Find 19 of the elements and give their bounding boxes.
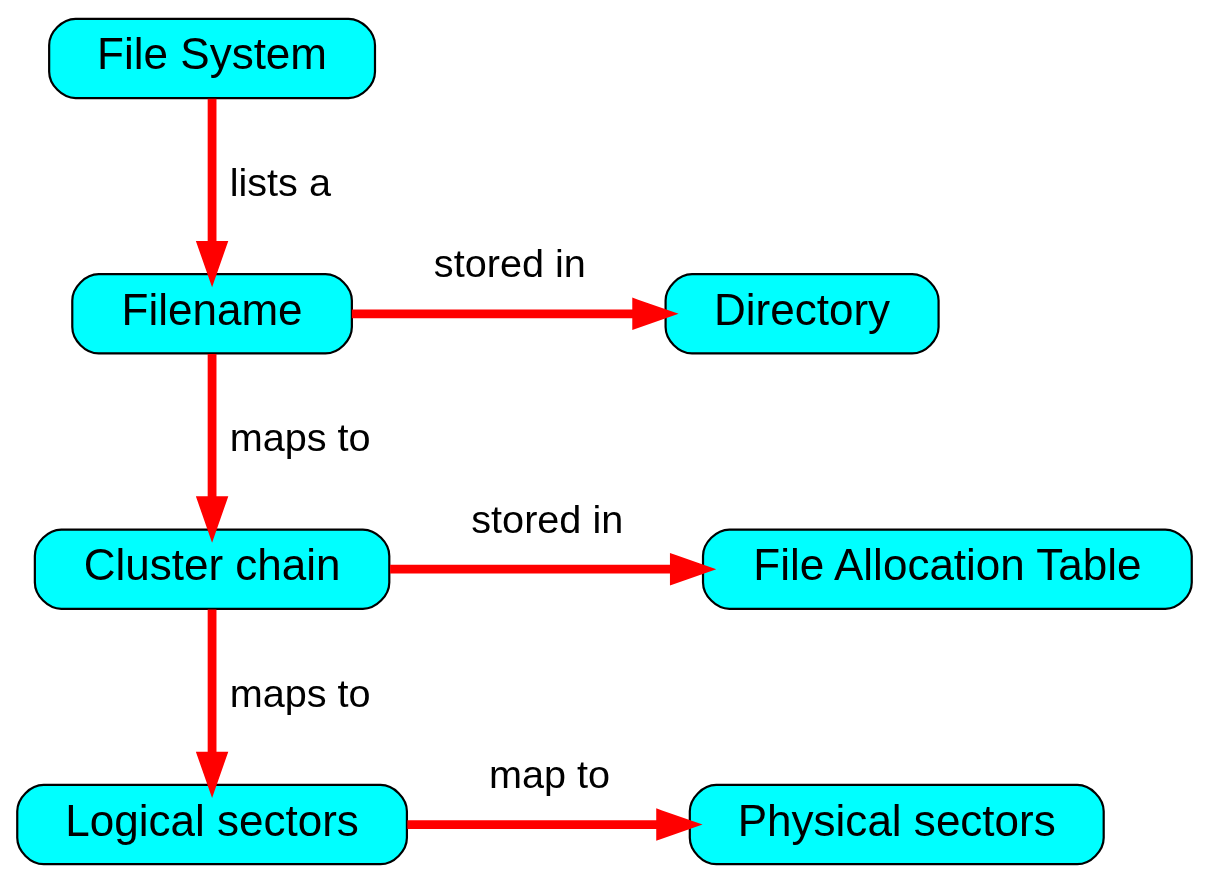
edge-label: map to — [488, 751, 611, 796]
node-box: Cluster chain — [33, 527, 391, 610]
arrow — [195, 353, 229, 543]
node-box: File Allocation Table — [701, 527, 1193, 610]
node-box: Physical sectors — [688, 783, 1105, 865]
edge-label: maps to — [229, 414, 371, 459]
arrow — [195, 609, 229, 798]
edge-label: stored in — [433, 240, 586, 285]
edge-label: lists a — [229, 159, 331, 204]
node-box: Logical sectors — [16, 783, 408, 865]
node-box: Directory — [664, 272, 940, 355]
edge-label: stored in — [471, 496, 624, 541]
edge-label: maps to — [229, 670, 371, 715]
arrow — [351, 297, 679, 330]
arrow — [195, 98, 229, 287]
arrow — [390, 552, 717, 585]
arrow — [407, 807, 703, 841]
node-box: Filename — [71, 272, 353, 355]
node-box: File System — [48, 17, 377, 99]
